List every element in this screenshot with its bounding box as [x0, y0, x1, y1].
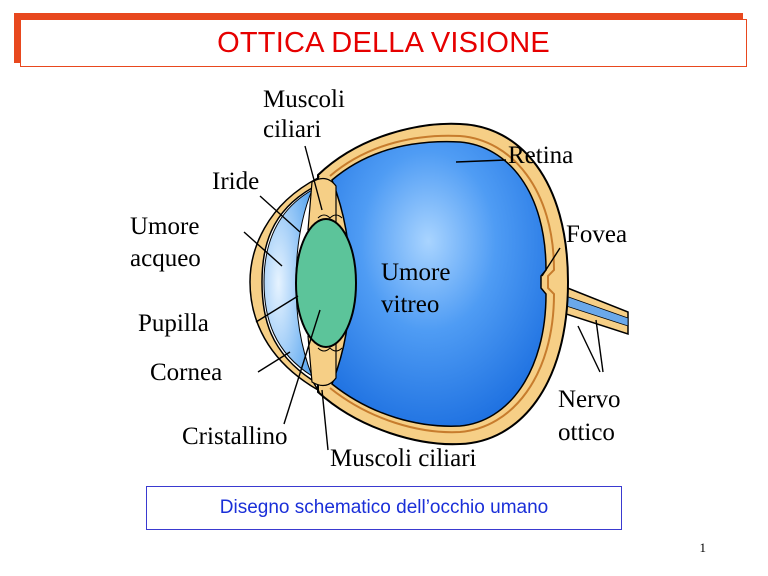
- page-title: OTTICA DELLA VISIONE: [217, 26, 550, 59]
- label-umore-acqueo-1: Umore: [130, 213, 199, 240]
- label-umore-acqueo-2: acqueo: [130, 245, 201, 272]
- caption-box: Disegno schematico dell’occhio umano: [146, 486, 622, 530]
- iris-ciliary-body: [307, 177, 343, 387]
- label-muscoli-ciliari-top-2: ciliari: [263, 116, 321, 143]
- label-pupilla: Pupilla: [138, 310, 209, 337]
- caption: Disegno schematico dell’occhio umano: [219, 497, 549, 518]
- label-umore-vitreo-1: Umore: [381, 259, 450, 286]
- label-muscoli-ciliari-top-1: Muscoli: [263, 86, 345, 113]
- page-number: 1: [699, 540, 707, 555]
- label-retina: Retina: [508, 142, 573, 169]
- label-muscoli-ciliari-bottom: Muscoli ciliari: [330, 445, 477, 472]
- optic-nerve: [559, 283, 629, 336]
- leader-lines: [243, 145, 604, 451]
- label-umore-vitreo-2: vitreo: [381, 291, 439, 318]
- title-box: OTTICA DELLA VISIONE: [20, 19, 747, 67]
- label-iride: Iride: [212, 168, 259, 195]
- lens: [295, 218, 357, 348]
- label-nervo-ottico-2: ottico: [558, 419, 615, 446]
- label-fovea: Fovea: [566, 221, 627, 248]
- label-nervo-ottico-1: Nervo: [558, 386, 620, 413]
- label-cornea: Cornea: [150, 359, 222, 386]
- retina: [329, 134, 556, 434]
- cornea: [249, 176, 321, 393]
- label-cristallino: Cristallino: [182, 423, 288, 450]
